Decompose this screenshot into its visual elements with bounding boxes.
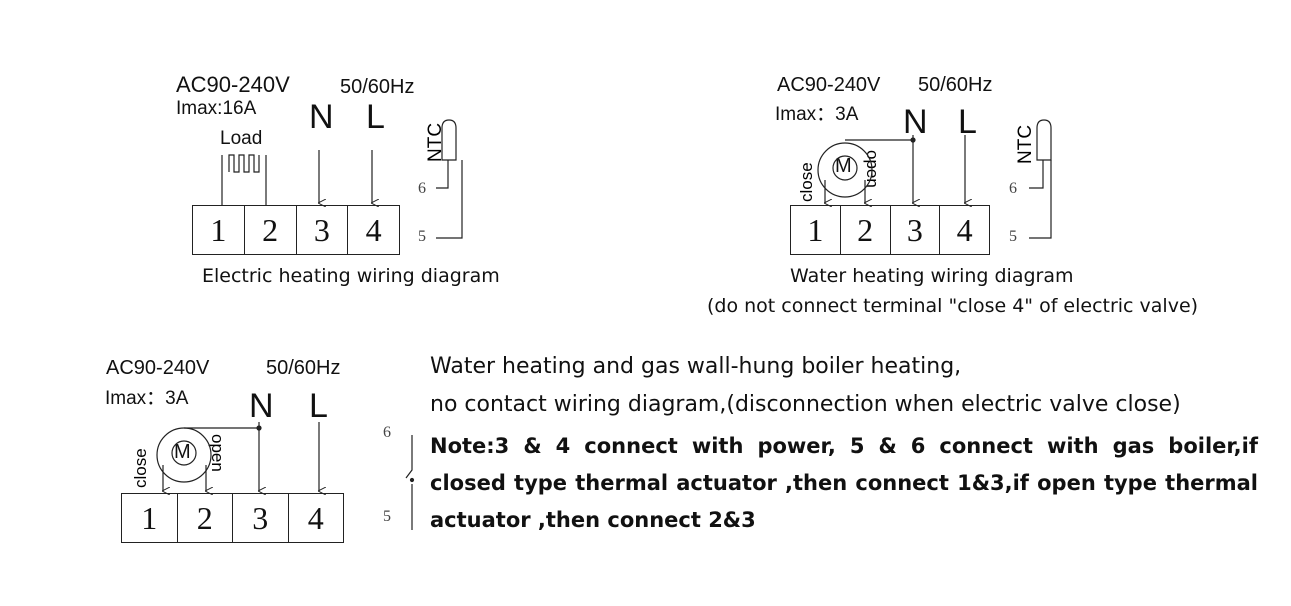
terminal-5-label: 5 [1009,228,1017,245]
terminal-2: 2 [841,206,891,254]
neutral-label: N [309,98,334,136]
terminal-4: 4 [307,499,324,536]
motor-label: M [174,441,191,463]
imax-label: Imax:16A [176,98,257,119]
terminal-4: 4 [956,211,973,248]
terminal-1: 1 [193,206,245,254]
terminal-block: 1 2 3 4 [790,205,990,255]
diagram-caption: Water heating wiring diagram [790,265,1074,287]
motor-label: M [835,155,852,177]
live-label: L [958,103,977,141]
diagram-caption-note: (do not connect terminal "close 4" of el… [707,295,1199,317]
voltage-label: AC90-240V [106,357,210,379]
terminal-2: 2 [178,494,233,542]
imax-label: Imax：3A [775,104,859,125]
live-label: L [309,387,328,425]
frequency-label: 50/60Hz [266,357,341,379]
neutral-label: N [903,103,928,141]
diagram-caption: Electric heating wiring diagram [202,265,500,287]
load-label: Load [220,128,263,149]
terminal-5-label: 5 [418,228,426,245]
live-label: L [366,98,385,136]
neutral-label: N [249,387,274,425]
terminal-3: 3 [891,206,941,254]
wiring-note: Note:3 & 4 connect with power, 5 & 6 con… [430,434,1258,532]
terminal-6-label: 6 [383,424,391,441]
terminal-1: 1 [791,206,841,254]
terminal-block: 1 2 3 4 [192,205,400,255]
voltage-label: AC90-240V [176,72,290,97]
terminal-3: 3 [233,494,289,542]
terminal-3: 3 [297,206,349,254]
ntc-probe-icon [441,119,457,161]
terminal-6-label: 6 [1009,180,1017,197]
description-line-2: no contact wiring diagram,(disconnection… [430,392,1181,417]
frequency-label: 50/60Hz [340,76,415,98]
load-element-icon [221,154,267,205]
ntc-probe-icon [1036,119,1052,161]
motor-icon [171,440,197,466]
contact-switch-icon [405,435,413,530]
motor-icon [832,155,858,181]
terminal-4: 4 [365,211,382,248]
voltage-label: AC90-240V [777,74,881,96]
terminal-2: 2 [245,206,297,254]
terminal-1: 1 [122,494,178,542]
terminal-5-label: 5 [383,508,391,525]
terminal-block: 1 2 3 4 [121,493,344,543]
terminal-6-label: 6 [418,180,426,197]
imax-label: Imax：3A [105,388,189,409]
description-line-1: Water heating and gas wall-hung boiler h… [430,354,962,379]
frequency-label: 50/60Hz [918,74,993,96]
